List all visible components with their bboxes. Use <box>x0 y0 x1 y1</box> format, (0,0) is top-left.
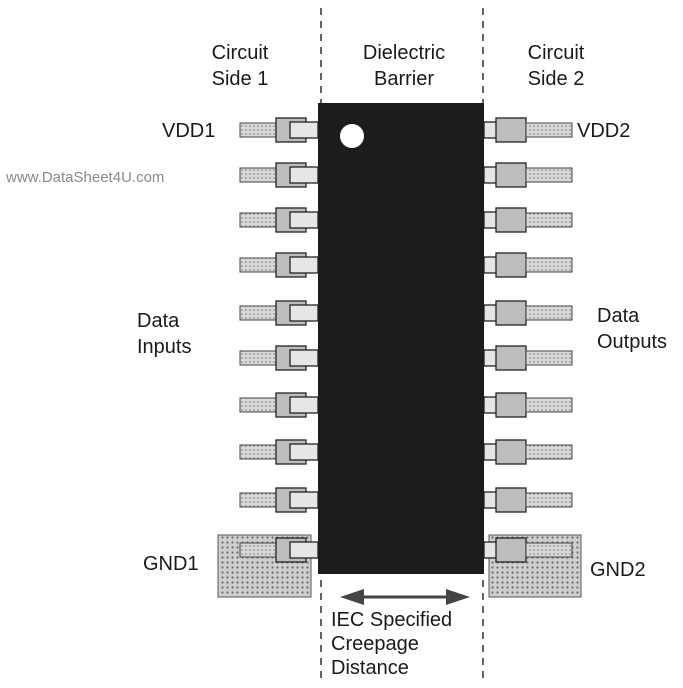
pin-left-10 <box>239 537 319 563</box>
pin-left-4 <box>239 252 319 278</box>
chip-body <box>318 103 484 574</box>
watermark: www.DataSheet4U.com <box>6 169 165 186</box>
pin-right-20 <box>483 117 573 143</box>
data-inputs-label: Data Inputs <box>137 310 192 358</box>
pin-right-15 <box>483 345 573 371</box>
pin-left-5 <box>239 300 319 326</box>
vdd1-label: VDD1 <box>162 120 216 142</box>
pin-right-19 <box>483 162 573 188</box>
circuit-side-2-label: Circuit Side 2 <box>527 42 585 90</box>
gnd1-label: GND1 <box>143 553 199 575</box>
data-outputs-label: Data Outputs <box>597 305 668 353</box>
dielectric-barrier-label: Dielectric Barrier <box>362 42 446 90</box>
pin-left-9 <box>239 487 319 513</box>
arrowhead-right <box>446 589 470 605</box>
pin-right-17 <box>483 252 573 278</box>
arrowhead-left <box>340 589 364 605</box>
vdd2-label: VDD2 <box>577 120 631 142</box>
pin-right-12 <box>483 487 573 513</box>
pin-left-1 <box>239 117 319 143</box>
pin-left-7 <box>239 392 319 418</box>
pin-left-2 <box>239 162 319 188</box>
right-pins <box>483 117 573 563</box>
pin-left-6 <box>239 345 319 371</box>
pin-left-8 <box>239 439 319 465</box>
left-pins <box>239 117 319 563</box>
pin-right-18 <box>483 207 573 233</box>
pin-right-14 <box>483 392 573 418</box>
creepage-arrow <box>340 589 470 605</box>
pin1-indicator-dot <box>340 124 364 148</box>
gnd2-label: GND2 <box>590 559 646 581</box>
pin-right-13 <box>483 439 573 465</box>
creepage-distance-label: IEC Specified Creepage Distance <box>331 609 453 679</box>
pin-right-16 <box>483 300 573 326</box>
pin-left-3 <box>239 207 319 233</box>
circuit-side-1-label: Circuit Side 1 <box>211 42 269 90</box>
